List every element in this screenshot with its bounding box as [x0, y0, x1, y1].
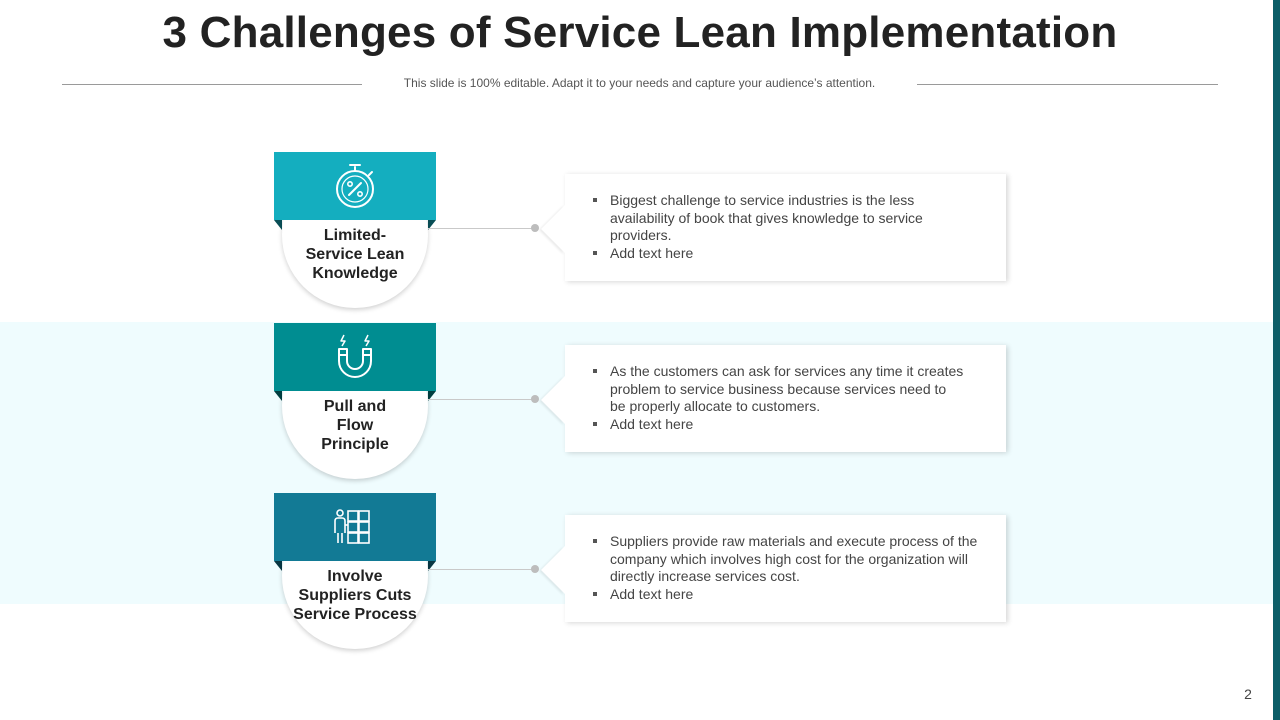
magnet-icon: [338, 334, 372, 378]
subtitle-divider-left: [62, 84, 362, 85]
row-header-box: [274, 493, 436, 561]
connector-dot: [531, 565, 539, 573]
challenge-title: Involve Suppliers Cuts Service Process: [293, 568, 417, 623]
connector-line: [428, 399, 536, 400]
connector-line: [428, 228, 536, 229]
subtitle-row: This slide is 100% editable. Adapt it to…: [62, 76, 1218, 94]
bullet-item: Add text here: [593, 586, 996, 604]
challenge-title: Limited- Service Lean Knowledge: [305, 227, 405, 282]
card-pointer: [541, 376, 565, 424]
subtitle-divider-right: [917, 84, 1218, 85]
ribbon-fold-left: [274, 220, 282, 230]
card-pointer: [541, 205, 565, 253]
page-number: 2: [1244, 686, 1252, 702]
description-card: As the customers can ask for services an…: [565, 345, 1006, 452]
challenge-row-2: Pull and Flow Principle As the customers…: [0, 323, 1273, 493]
connector-dot: [531, 224, 539, 232]
ribbon-fold-right: [428, 561, 436, 571]
card-pointer: [541, 546, 565, 594]
supplier-boxes-icon: [334, 509, 370, 544]
connector-line: [428, 569, 536, 570]
description-card: Biggest challenge to service industries …: [565, 174, 1006, 281]
ribbon-fold-right: [428, 391, 436, 401]
bullet-item: Suppliers provide raw materials and exec…: [593, 533, 996, 586]
bullet-item: Biggest challenge to service industries …: [593, 192, 996, 245]
ribbon-fold-left: [274, 561, 282, 571]
slide-subtitle: This slide is 100% editable. Adapt it to…: [403, 76, 876, 90]
challenge-row-1: Limited- Service Lean Knowledge Biggest …: [0, 152, 1273, 322]
bullet-item: Add text here: [593, 245, 996, 263]
bullet-item: As the customers can ask for services an…: [593, 363, 996, 416]
row-header-box: [274, 152, 436, 220]
slide-title: 3 Challenges of Service Lean Implementat…: [162, 8, 1118, 57]
ribbon-fold-right: [428, 220, 436, 230]
right-accent-bar: [1273, 0, 1280, 720]
row-header-box: [274, 323, 436, 391]
bullet-item: Add text here: [593, 416, 996, 434]
stopwatch-percent-icon: [336, 164, 374, 208]
description-card: Suppliers provide raw materials and exec…: [565, 515, 1006, 622]
connector-dot: [531, 395, 539, 403]
ribbon-fold-left: [274, 391, 282, 401]
challenge-title: Pull and Flow Principle: [321, 398, 389, 453]
challenge-row-3: Involve Suppliers Cuts Service Process S…: [0, 493, 1273, 663]
